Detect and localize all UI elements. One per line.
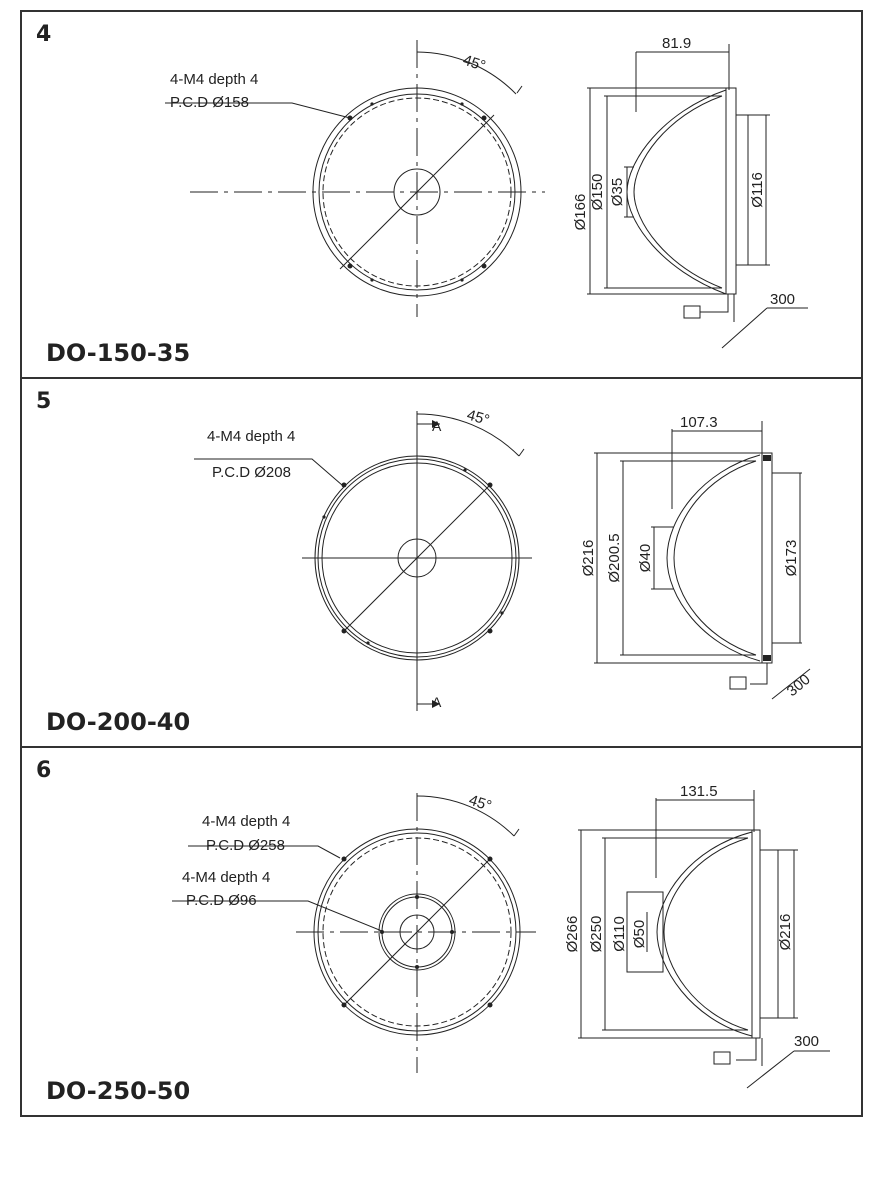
section-label: A	[432, 418, 442, 434]
cable-dim	[771, 668, 811, 700]
technical-drawing: 4-M4 depth 4 P.C.D Ø158 45°	[165, 35, 808, 349]
holes-label-2: 4-M4 depth 4	[182, 869, 270, 886]
holes-pcd-2: P.C.D Ø96	[186, 892, 257, 909]
model-name: DO-250-50	[46, 1077, 191, 1105]
dome-outer	[666, 454, 761, 662]
mount-hole	[341, 1002, 347, 1008]
panel-do-150-35: 4 DO-150-35 4-M4 depth 4 P.C.D Ø158 4	[20, 10, 863, 379]
mount-hole-inner	[380, 930, 384, 934]
angle-arc	[416, 413, 520, 457]
cable-label: 300	[784, 671, 814, 700]
mount-hole	[487, 628, 493, 634]
technical-drawing: 4-M4 depth 4 P.C.D Ø258 4-M4 depth 4 P.C…	[172, 783, 830, 1089]
panel-do-200-40: 5 DO-200-40 4-M4 depth 4	[20, 379, 863, 748]
panel-number: 4	[36, 22, 52, 47]
reflector-ring	[759, 849, 779, 1019]
flange	[761, 452, 773, 664]
angle-arc	[416, 795, 515, 837]
mount-hole	[341, 482, 347, 488]
dome-inner	[673, 460, 757, 656]
cable-dim	[721, 307, 768, 349]
hole-leader-2	[172, 900, 383, 932]
flange	[751, 829, 761, 1039]
d3-label: Ø40	[637, 544, 654, 572]
d1-label: Ø166	[572, 194, 589, 231]
mount-hole-inner	[450, 930, 454, 934]
d3-label: Ø110	[611, 916, 628, 952]
dome-inner	[663, 837, 749, 1031]
mount-hole	[481, 263, 487, 269]
d3-label: Ø35	[609, 178, 626, 206]
section-label: A	[432, 694, 442, 710]
hole-leader	[165, 102, 351, 119]
mount-hole-inner	[415, 895, 419, 899]
d4-label: Ø116	[749, 172, 766, 208]
dome-inner	[633, 95, 723, 289]
d2-label: Ø250	[588, 916, 605, 953]
hole-leader	[188, 845, 341, 859]
dome-outer	[656, 831, 753, 1037]
cable	[736, 1038, 757, 1061]
mount-hole	[347, 115, 353, 121]
diagonal-line	[339, 114, 495, 270]
d2-label: Ø200.5	[606, 533, 623, 582]
diagonal-line	[344, 485, 490, 631]
d1-label: Ø216	[580, 540, 597, 577]
connector	[683, 305, 701, 319]
holes-pcd: P.C.D Ø258	[206, 837, 285, 854]
holes-pcd: P.C.D Ø208	[212, 464, 291, 481]
flange	[725, 87, 737, 295]
reflector-ring	[735, 114, 749, 266]
mount-hole	[487, 856, 493, 862]
mount-hole	[487, 1002, 493, 1008]
model-name: DO-150-35	[46, 339, 191, 367]
cable-label: 300	[794, 1033, 819, 1050]
mount-hole-inner	[415, 965, 419, 969]
panel-number: 6	[36, 758, 52, 783]
d2-label: Ø150	[589, 174, 606, 211]
holes-label: 4-M4 depth 4	[202, 813, 290, 830]
d3b-label: Ø50	[631, 920, 648, 948]
technical-drawing: 4-M4 depth 4 P.C.D Ø208 45° A A	[194, 407, 814, 711]
angle-arc	[416, 51, 517, 95]
holes-label: 4-M4 depth 4	[170, 71, 258, 88]
d4-label: Ø173	[783, 540, 800, 577]
angle-label: 45°	[467, 792, 494, 815]
cable	[712, 294, 729, 313]
hole-leader	[194, 458, 343, 486]
mount-hole	[481, 115, 487, 121]
model-name: DO-200-40	[46, 708, 191, 736]
holes-pcd: P.C.D Ø158	[170, 94, 249, 111]
angle-label: 45°	[461, 52, 488, 75]
mount-hole	[341, 856, 347, 862]
cable	[750, 663, 768, 685]
diagonal-line	[343, 858, 491, 1006]
mount-hole	[347, 263, 353, 269]
mount-hole	[487, 482, 493, 488]
panel-do-250-50: 6 DO-250-50 4-M4 depth 4	[20, 748, 863, 1117]
width-label: 81.9	[662, 35, 691, 52]
mount-hole	[341, 628, 347, 634]
width-label: 131.5	[680, 783, 718, 800]
connector	[729, 676, 747, 690]
holes-label: 4-M4 depth 4	[207, 428, 295, 445]
connector	[713, 1051, 731, 1065]
angle-label: 45°	[465, 407, 491, 430]
cable-label: 300	[770, 291, 795, 308]
d4-label: Ø216	[777, 914, 794, 951]
width-label: 107.3	[680, 414, 718, 431]
d1-label: Ø266	[564, 916, 581, 953]
panel-number: 5	[36, 389, 52, 414]
cable-dim	[746, 1050, 795, 1089]
